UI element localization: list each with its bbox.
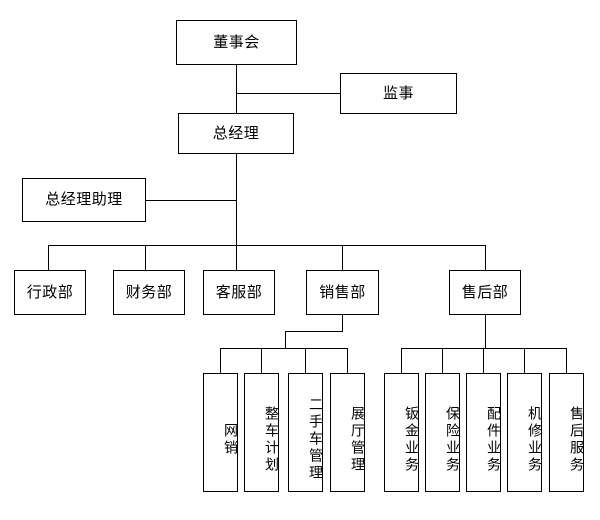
connector-drop-mechanical-repair <box>524 348 525 373</box>
connector-drop-after-sales <box>485 245 486 271</box>
node-gm-assistant[interactable]: 总经理助理 <box>22 178 146 222</box>
connector-drop-sheet-metal <box>401 348 402 373</box>
node-board[interactable]: 董事会 <box>176 20 297 65</box>
connector-gm-to-assistant <box>145 200 237 201</box>
node-used-car-mgmt[interactable]: 二手车管理 <box>288 373 323 492</box>
connector-after-sales-drop <box>485 315 486 348</box>
connector-drop-insurance <box>442 348 443 373</box>
connector-drop-after-sales-service <box>566 348 567 373</box>
connector-sales-jog <box>285 331 343 332</box>
connector-department-bus <box>48 245 486 246</box>
node-after-sales-service[interactable]: 售后服务 <box>549 373 584 492</box>
connector-board-to-gm <box>236 93 237 114</box>
connector-drop-admin <box>48 245 49 271</box>
connector-drop-sales <box>342 245 343 271</box>
node-mechanical-repair[interactable]: 机修业务 <box>507 373 542 492</box>
node-customer-service-dept[interactable]: 客服部 <box>203 270 275 315</box>
node-after-sales-dept[interactable]: 售后部 <box>449 270 521 315</box>
node-insurance[interactable]: 保险业务 <box>425 373 460 492</box>
connector-sales-drop <box>342 315 343 332</box>
node-parts[interactable]: 配件业务 <box>466 373 501 492</box>
connector-drop-parts <box>483 348 484 373</box>
connector-drop-online-sales <box>220 348 221 373</box>
connector-sales-bus <box>220 348 348 349</box>
node-admin-dept[interactable]: 行政部 <box>14 270 86 315</box>
node-general-manager[interactable]: 总经理 <box>178 113 294 154</box>
connector-sales-jog-drop <box>285 331 286 349</box>
node-online-sales[interactable]: 网销 <box>203 373 238 492</box>
connector-drop-showroom <box>347 348 348 373</box>
node-supervisor[interactable]: 监事 <box>340 73 457 114</box>
connector-gm-spine <box>236 153 237 246</box>
node-vehicle-plan[interactable]: 整车计划 <box>244 373 279 492</box>
connector-drop-used-car <box>305 348 306 373</box>
connector-drop-vehicle-plan <box>261 348 262 373</box>
connector-board-down <box>236 65 237 94</box>
node-sheet-metal[interactable]: 钣金业务 <box>384 373 419 492</box>
connector-drop-finance <box>145 245 146 271</box>
node-showroom-mgmt[interactable]: 展厅管理 <box>330 373 365 492</box>
node-finance-dept[interactable]: 财务部 <box>113 270 185 315</box>
connector-board-to-supervisor <box>236 93 341 94</box>
node-sales-dept[interactable]: 销售部 <box>306 270 379 315</box>
connector-drop-customer-service <box>236 245 237 271</box>
